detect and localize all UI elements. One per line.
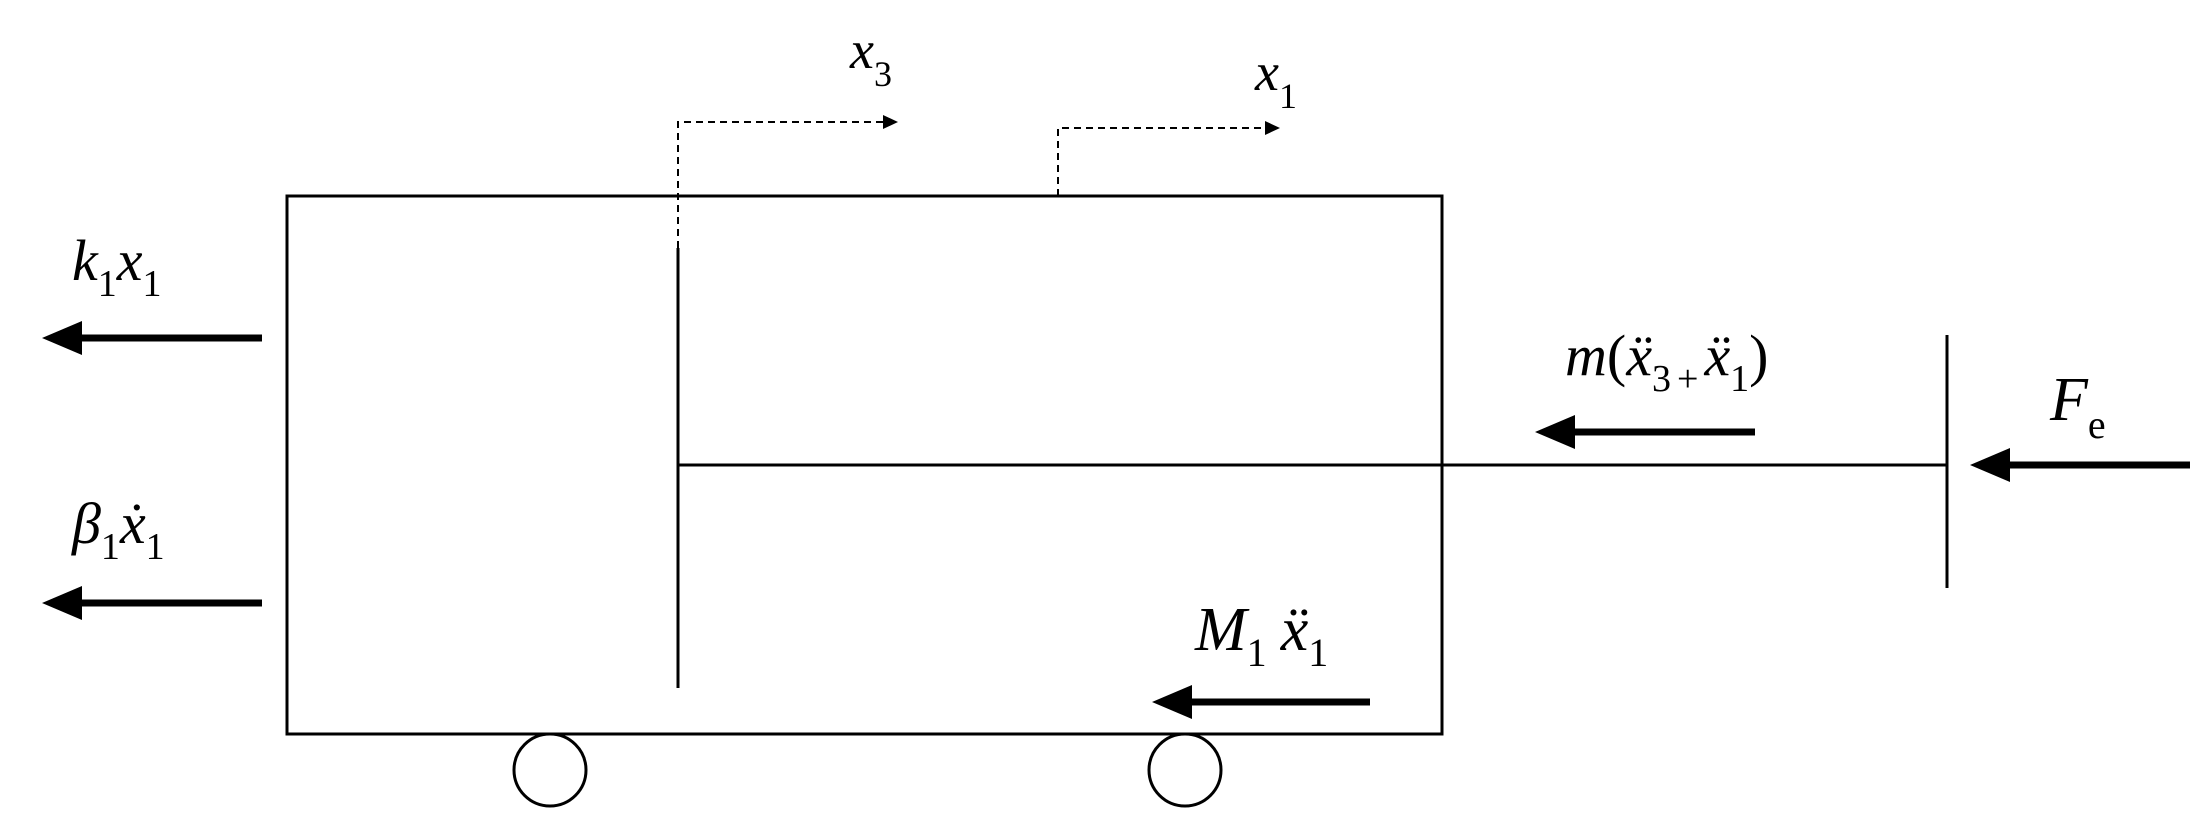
- label-Fe-sub: e: [2088, 402, 2106, 447]
- label-k1x1: k1x1: [72, 228, 162, 305]
- label-k1x1-x: x: [116, 228, 143, 293]
- label-M1-x-sub: 1: [1308, 630, 1328, 675]
- label-x3-base: x: [849, 20, 874, 80]
- inertia-main-mass-arrow: [1152, 685, 1370, 719]
- x1-arrowhead: [1265, 121, 1280, 135]
- external-force-arrow: [1970, 448, 2190, 482]
- damping-force-arrow: [42, 586, 262, 620]
- label-k1x1-k-sub: 1: [98, 263, 117, 305]
- label-m-x1: ẍ: [1703, 323, 1730, 388]
- label-Fe: Fe: [2049, 366, 2106, 447]
- label-x1: x1: [1254, 42, 1297, 116]
- label-beta: β: [71, 491, 101, 556]
- label-xdot: ẋ: [119, 491, 146, 556]
- spring-force-arrow: [42, 321, 262, 355]
- label-k1x1-k: k: [72, 228, 99, 293]
- label-beta1xdot1: β1ẋ1: [71, 491, 165, 568]
- label-m-close: ): [1749, 323, 1768, 388]
- label-x3-sub: 3: [874, 54, 892, 94]
- label-Fe-base: F: [2049, 366, 2089, 434]
- wheel-right: [1147, 732, 1223, 808]
- wheel-left: [512, 732, 588, 808]
- x3-arrowhead: [883, 115, 898, 129]
- label-m-open: (: [1607, 323, 1626, 388]
- label-m-term: m(ẍ3+ẍ1): [1565, 323, 1768, 400]
- x1-reference-dashed: [1057, 127, 1267, 196]
- label-beta-sub: 1: [101, 526, 120, 568]
- label-x1-sub: 1: [1279, 76, 1297, 116]
- label-x3: x3: [849, 20, 892, 94]
- label-x1-base: x: [1254, 42, 1279, 102]
- label-m-plus: +: [1677, 358, 1698, 400]
- label-M1-base: M: [1194, 596, 1250, 664]
- inertia-small-mass-arrow: [1535, 415, 1755, 449]
- label-m-x3-sub: 3: [1652, 358, 1671, 400]
- label-M1-sub: 1: [1247, 630, 1267, 675]
- label-m-x3: ẍ: [1625, 323, 1652, 388]
- label-k1x1-x-sub: 1: [143, 263, 162, 305]
- label-M1-x: ẍ: [1280, 596, 1309, 664]
- x3-reference-dashed: [677, 121, 885, 248]
- label-m: m: [1565, 323, 1607, 388]
- label-m-x1-sub: 1: [1730, 358, 1749, 400]
- label-xdot-sub: 1: [146, 526, 165, 568]
